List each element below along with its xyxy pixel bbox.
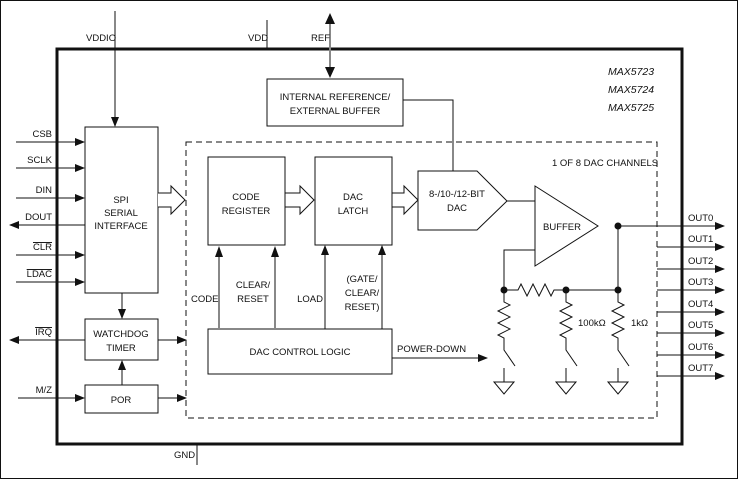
dac-latch-label: LATCH [338, 206, 369, 217]
part-number: MAX5724 [608, 84, 654, 96]
part-number: MAX5725 [608, 102, 654, 114]
vdd-label: VDD [248, 33, 268, 44]
code-register-label: CODE [232, 192, 259, 203]
latch-bus-arrow [392, 184, 419, 216]
resistor-1k-label: 1kΩ [631, 318, 648, 329]
pin-out3: OUT3 [688, 277, 713, 288]
pin-dout: DOUT [25, 212, 52, 223]
spi-interface-block [84, 126, 159, 294]
pin-out4: OUT4 [688, 299, 713, 310]
dac-latch-label: DAC [343, 192, 363, 203]
gnd-label: GND [174, 450, 195, 461]
dac-channel-boundary [185, 141, 658, 419]
spi-label: INTERFACE [94, 221, 147, 232]
pin-csb: CSB [32, 129, 52, 140]
code-register-label: REGISTER [222, 206, 271, 217]
dac-label: 8-/10-/12-BIT [429, 189, 485, 200]
gate-signal-label: RESET) [345, 302, 380, 313]
spi-label: SPI [113, 195, 128, 206]
control-logic-label: DAC CONTROL LOGIC [250, 347, 351, 358]
feedback-line [503, 249, 535, 290]
gate-signal-label: (GATE/ [347, 274, 378, 285]
input-pins: CSB SCLK DIN DOUT CLR LDAC [9, 129, 85, 286]
pin-out2: OUT2 [688, 256, 713, 267]
buffer-label: BUFFER [543, 222, 581, 233]
power-down-label: POWER-DOWN [397, 344, 466, 355]
clear-signal-label: CLEAR/ [236, 280, 271, 291]
dac-label: DAC [447, 203, 467, 214]
watchdog-timer-block [84, 318, 159, 361]
reference-label: INTERNAL REFERENCE/ [280, 92, 391, 103]
pin-out6: OUT6 [688, 342, 713, 353]
watchdog-label: WATCHDOG [93, 329, 148, 340]
reference-label: EXTERNAL BUFFER [290, 106, 381, 117]
clear-signal-label: RESET [237, 294, 269, 305]
pin-clr: CLR [33, 242, 52, 253]
pin-din: DIN [36, 185, 53, 196]
spi-label: SERIAL [104, 208, 138, 219]
vddio-label: VDDIO [86, 33, 116, 44]
dac-control-logic-block [207, 328, 393, 375]
resistor-network [492, 222, 630, 395]
pin-sclk: SCLK [27, 155, 52, 166]
pin-out5: OUT5 [688, 320, 713, 331]
buffer-amplifier [534, 185, 599, 267]
watchdog-label: TIMER [106, 343, 136, 354]
resistor-100k-label: 100kΩ [578, 318, 606, 329]
pin-mz: M/Z [36, 385, 53, 396]
pin-irq: IRQ [35, 327, 52, 338]
pin-out7: OUT7 [688, 363, 713, 374]
pin-out1: OUT1 [688, 234, 713, 245]
ref-label: REF [311, 33, 330, 44]
por-label: POR [111, 395, 132, 406]
spi-bus-arrow [158, 184, 186, 216]
ref-to-dac-line [403, 99, 454, 171]
internal-reference-block [266, 78, 404, 127]
part-number: MAX5723 [608, 66, 654, 78]
pin-out0: OUT0 [688, 213, 713, 224]
dac-latch-block [314, 156, 393, 246]
load-signal-label: LOAD [297, 294, 323, 305]
register-bus-arrow [285, 184, 315, 216]
pin-ldac: LDAC [27, 269, 52, 280]
gate-signal-label: CLEAR/ [345, 288, 380, 299]
code-register-block [207, 156, 286, 246]
dac-block [417, 170, 508, 231]
code-signal-label: CODE [191, 294, 218, 305]
channel-label: 1 OF 8 DAC CHANNELS [552, 158, 658, 169]
output-pins: OUT0 OUT1 OUT2 OUT3 OUT4 OUT5 OUT6 OUT7 [618, 213, 725, 380]
